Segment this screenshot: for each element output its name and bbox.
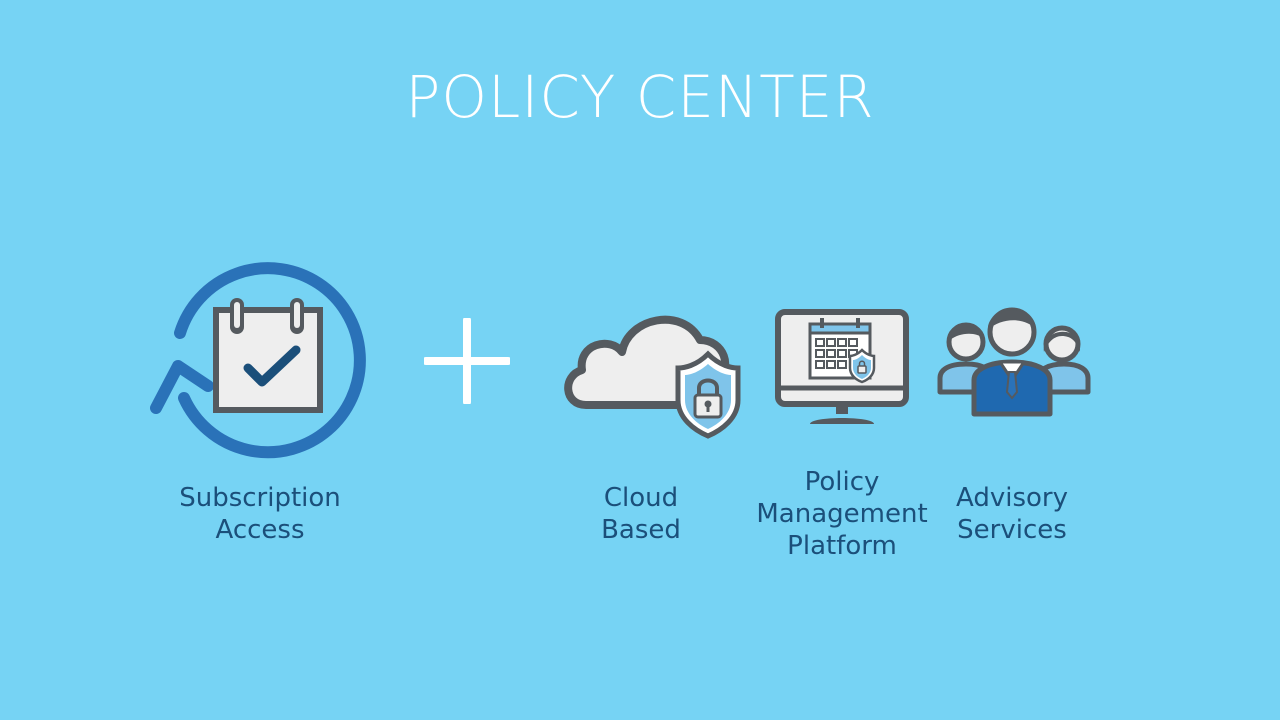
cloud-shield-icon bbox=[564, 315, 741, 439]
subscription-calendar-icon bbox=[150, 262, 366, 459]
advisory-services-label: Advisory Services bbox=[956, 483, 1068, 545]
cloud-based-label: Cloud Based bbox=[601, 483, 681, 545]
team-people-icon bbox=[937, 307, 1091, 417]
policy-management-platform-label: Policy Management Platform bbox=[756, 467, 928, 561]
monitor-calendar-icon bbox=[775, 309, 909, 424]
plus-icon bbox=[424, 318, 510, 404]
page-title: POLICY CENTER bbox=[405, 63, 875, 131]
subscription-access-label: Subscription Access bbox=[179, 483, 341, 545]
